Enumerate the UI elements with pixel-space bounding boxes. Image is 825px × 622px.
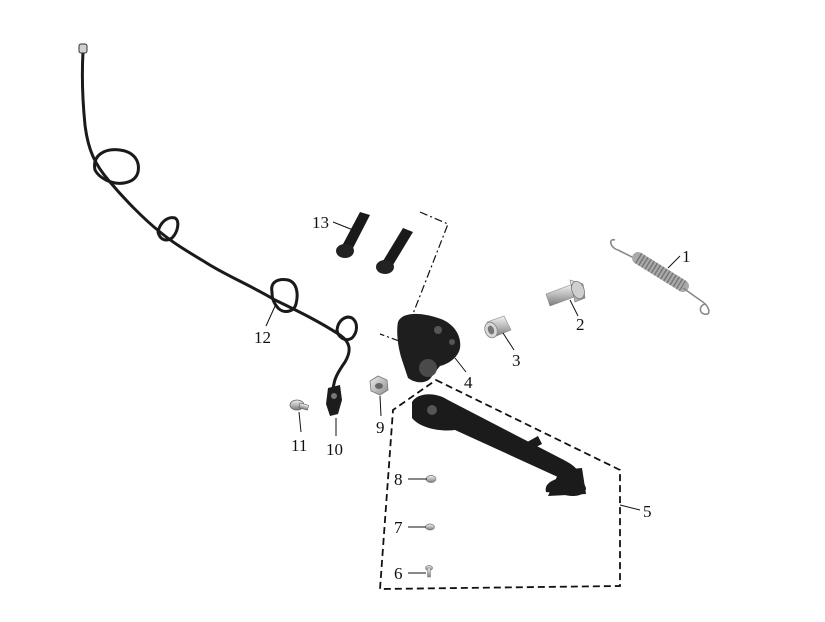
part-11-small-bolt — [289, 399, 310, 411]
callout-1: 1 — [682, 247, 691, 266]
leader-lines — [265, 221, 681, 574]
part-9-nut — [369, 375, 389, 396]
callout-3: 3 — [512, 351, 521, 370]
callout-13: 13 — [312, 213, 329, 232]
part-8-washer — [425, 475, 437, 483]
part-6-pin — [425, 565, 433, 578]
part-3-bushing — [484, 315, 512, 339]
callout-2: 2 — [576, 315, 585, 334]
part-13-bolts — [336, 212, 413, 274]
part-1-spring — [609, 238, 710, 316]
callout-12: 12 — [254, 328, 271, 347]
part-10-sensor-connector — [326, 385, 342, 416]
part-2-pivot-bolt — [545, 279, 586, 307]
callout-7: 7 — [394, 518, 403, 537]
part-5-side-stand-group — [379, 378, 621, 590]
callout-6: 6 — [394, 564, 403, 583]
callout-11: 11 — [291, 436, 307, 455]
part-7-washer — [425, 523, 435, 531]
callout-10: 10 — [326, 440, 343, 459]
callout-5: 5 — [643, 502, 652, 521]
callout-4: 4 — [464, 373, 473, 392]
callout-8: 8 — [394, 470, 403, 489]
part-4-bracket — [397, 313, 461, 383]
part-12-wire-harness — [78, 43, 358, 394]
callout-9: 9 — [376, 418, 385, 437]
